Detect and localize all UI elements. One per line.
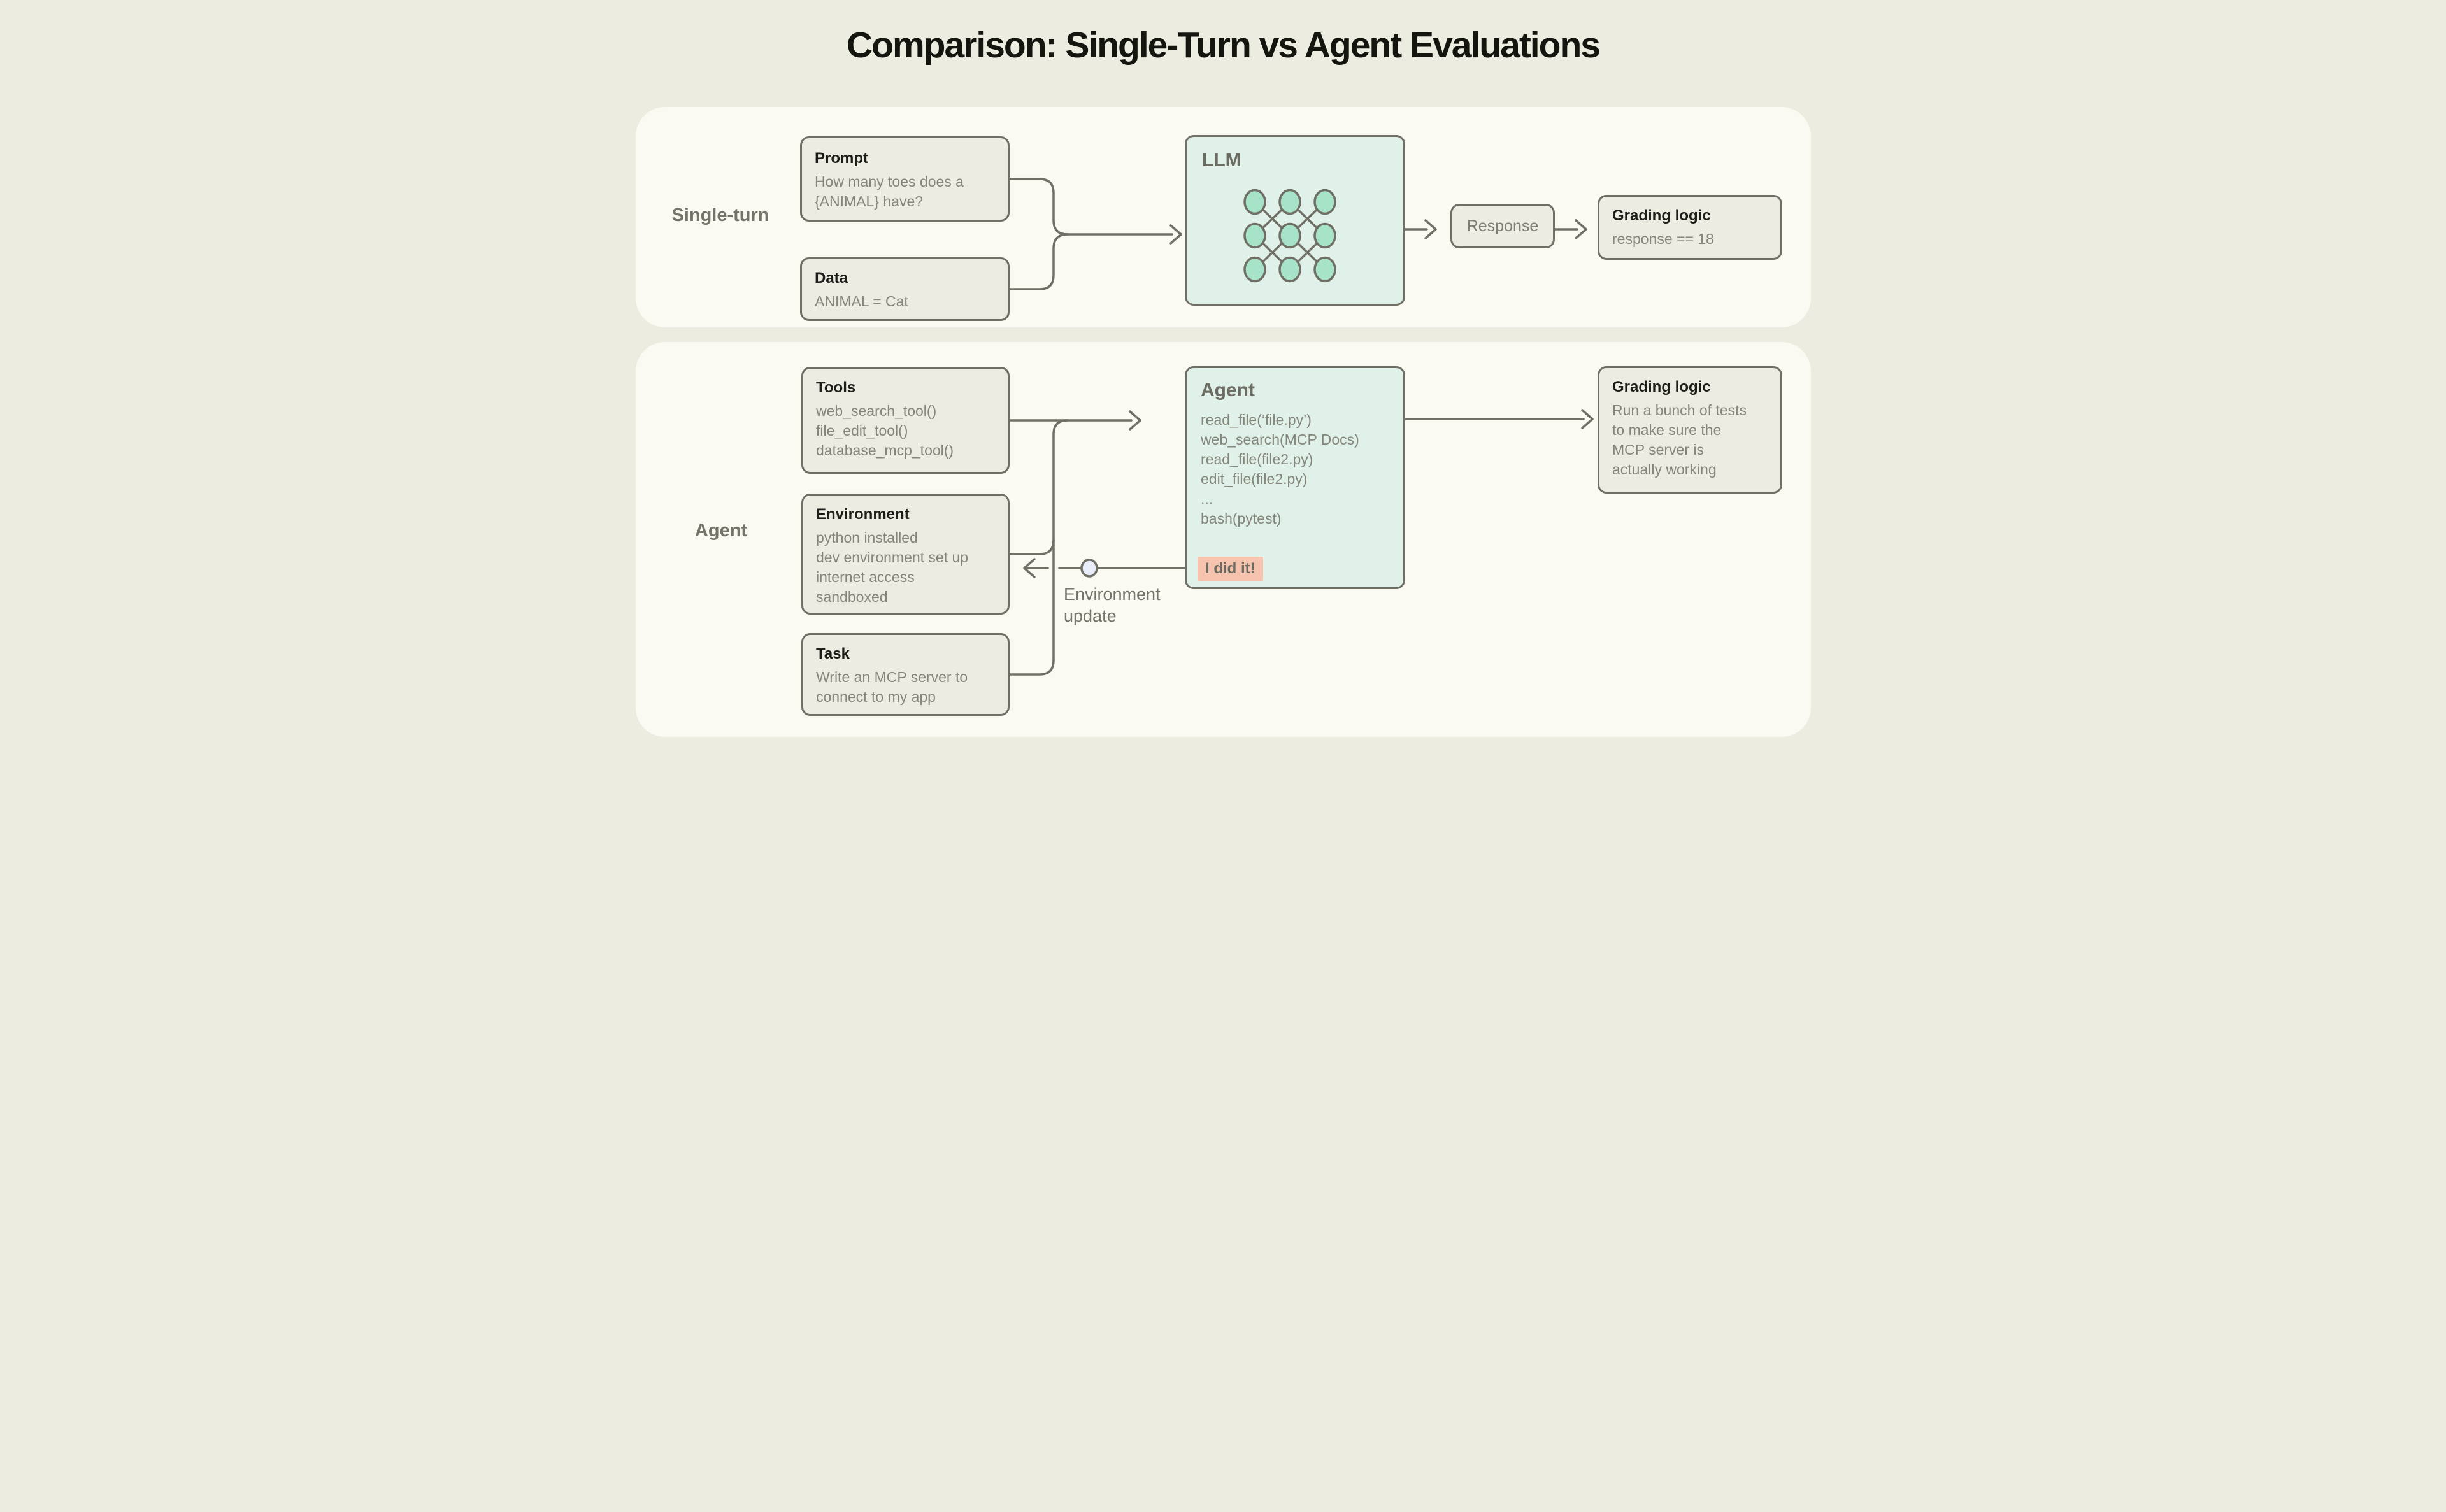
arrow-right-icon xyxy=(1581,409,1594,429)
data-box-body: ANIMAL = Cat xyxy=(815,293,908,310)
grading-logic-agent-title: Grading logic xyxy=(1612,378,1711,396)
task-box: Task Write an MCP server to connect to m… xyxy=(801,633,1010,716)
agent-box: Agent read_file(‘file.py’) web_search(MC… xyxy=(1185,366,1405,589)
arrow-right-icon xyxy=(1575,219,1587,239)
connector-lines xyxy=(1008,178,1594,676)
single-turn-section-label: Single-turn xyxy=(671,205,769,225)
grading-logic-body: response == 18 xyxy=(1612,231,1714,247)
environment-update-node-icon xyxy=(1080,559,1098,578)
arrow-right-icon xyxy=(1169,224,1182,245)
agent-to-grading-arrow xyxy=(1404,409,1594,429)
tools-box-title: Tools xyxy=(816,379,856,396)
environment-box-body: python installed dev environment set up … xyxy=(816,529,969,605)
environment-box-title: Environment xyxy=(816,506,910,523)
task-box-body: Write an MCP server to connect to my app xyxy=(816,669,968,705)
tools-box: Tools web_search_tool() file_edit_tool()… xyxy=(801,367,1010,474)
grading-logic-agent-body: Run a bunch of tests to make sure the MC… xyxy=(1612,402,1747,478)
prompt-box-title: Prompt xyxy=(815,150,868,167)
grading-logic-box-agent: Grading logic Run a bunch of tests to ma… xyxy=(1598,366,1782,494)
llm-to-response-arrow xyxy=(1404,219,1437,239)
llm-box: LLM xyxy=(1185,135,1405,306)
agent-result-badge: I did it! xyxy=(1198,557,1263,581)
agent-box-steps: read_file(‘file.py’) web_search(MCP Docs… xyxy=(1201,411,1359,527)
response-box: Response xyxy=(1450,204,1555,248)
merge-connector-agent xyxy=(1008,410,1141,676)
response-to-grading-arrow xyxy=(1554,219,1587,239)
page-title: Comparison: Single-Turn vs Agent Evaluat… xyxy=(847,25,1601,66)
arrow-right-icon xyxy=(1129,410,1141,431)
neural-network-icon xyxy=(1243,189,1336,283)
response-box-label: Response xyxy=(1466,217,1539,235)
prompt-box-body: How many toes does a {ANIMAL} have? xyxy=(815,173,964,210)
merge-connector-single-turn xyxy=(1008,178,1182,290)
agent-section-label: Agent xyxy=(694,520,748,541)
diagram-canvas: Comparison: Single-Turn vs Agent Evaluat… xyxy=(612,0,1834,756)
task-box-title: Task xyxy=(816,645,850,662)
grading-logic-box-single-turn: Grading logic response == 18 xyxy=(1598,195,1782,260)
llm-box-title: LLM xyxy=(1202,150,1241,171)
tools-box-body: web_search_tool() file_edit_tool() datab… xyxy=(816,403,954,459)
grading-logic-title: Grading logic xyxy=(1612,207,1711,224)
arrow-left-icon xyxy=(1023,558,1036,578)
data-box-title: Data xyxy=(815,269,848,287)
prompt-box: Prompt How many toes does a {ANIMAL} hav… xyxy=(800,136,1010,222)
arrow-right-icon xyxy=(1424,219,1437,239)
environment-update-label: Environment update xyxy=(1064,585,1161,625)
data-box: Data ANIMAL = Cat xyxy=(800,257,1010,321)
environment-box: Environment python installed dev environ… xyxy=(801,494,1010,615)
agent-box-title: Agent xyxy=(1201,380,1255,401)
environment-update-connector xyxy=(1023,558,1186,578)
